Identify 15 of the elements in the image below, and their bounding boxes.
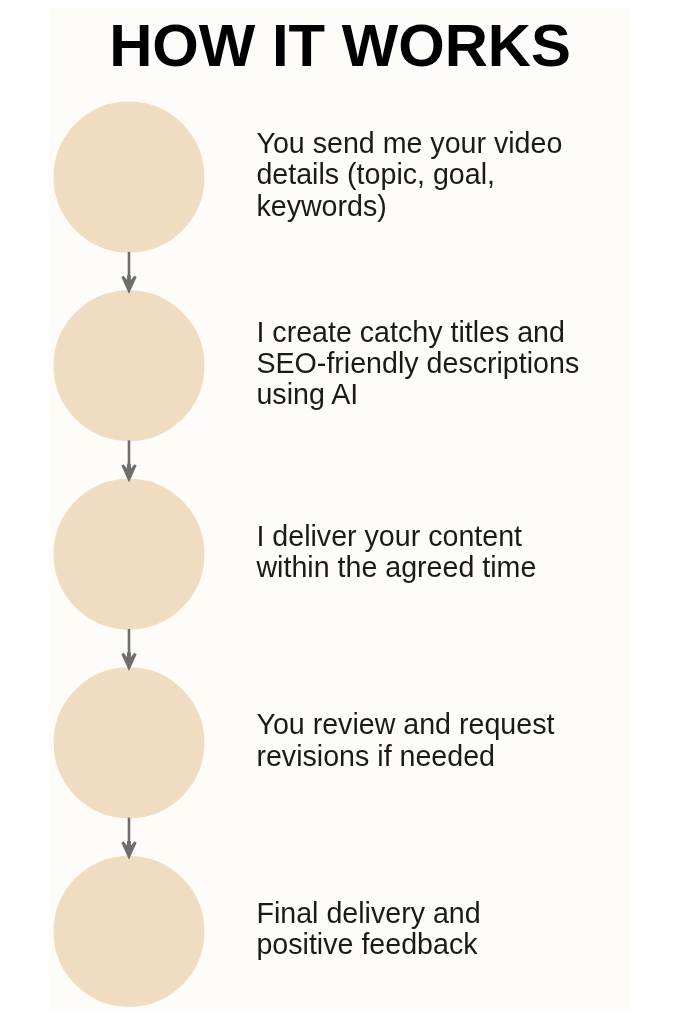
node-circle <box>53 855 205 1007</box>
node-circle <box>53 101 205 253</box>
node-circle <box>53 478 205 630</box>
arrow <box>121 440 137 481</box>
arrow <box>121 251 137 293</box>
diagram-title: HOW IT WORKS <box>109 11 571 79</box>
node-label: I create catchy titles and SEO-friendly descriptions using AI <box>256 315 580 411</box>
node-circle <box>53 290 205 442</box>
arrow <box>121 629 137 670</box>
node-label: You send me your video details (topic, goal, keywords) <box>256 127 563 222</box>
node-label: Final delivery and positive feedback <box>256 897 481 961</box>
node-label: I deliver your content within the agreed time <box>256 519 537 584</box>
arrow <box>121 817 137 858</box>
node-label: You review and request revisions if needed <box>256 708 555 772</box>
node-circle <box>53 667 205 819</box>
